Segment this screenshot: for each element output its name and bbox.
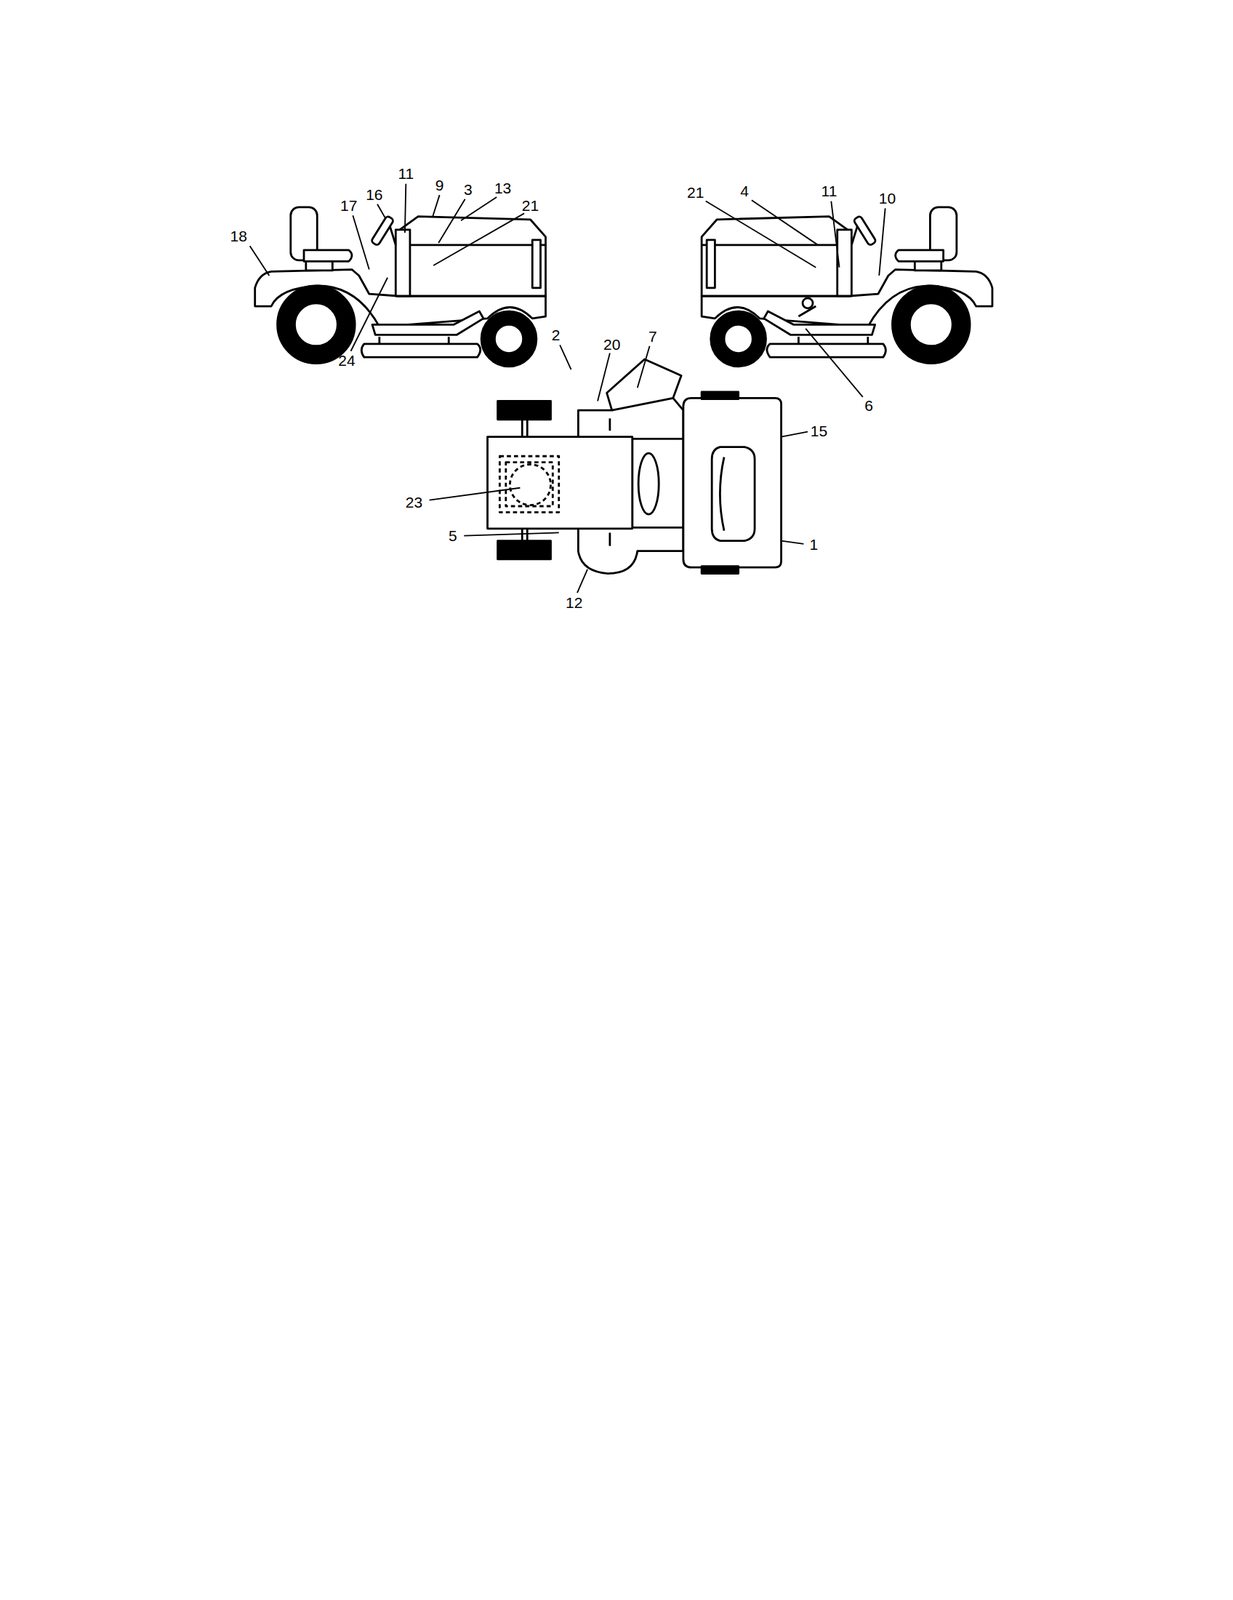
callout-number: 15 bbox=[810, 422, 828, 438]
callout-number: 12 bbox=[565, 593, 583, 610]
callout-number: 23 bbox=[405, 494, 423, 510]
callout-number: 13 bbox=[494, 180, 512, 196]
callout-number: 16 bbox=[365, 186, 383, 202]
callout-number: 3 bbox=[463, 181, 473, 197]
callout-number: 5 bbox=[448, 527, 458, 544]
callout-number: 7 bbox=[648, 327, 658, 344]
callout-number: 21 bbox=[687, 183, 704, 200]
callout-number: 20 bbox=[603, 335, 621, 352]
leader-lines bbox=[250, 183, 886, 594]
callout-number: 9 bbox=[435, 176, 445, 192]
callout-number: 4 bbox=[740, 183, 749, 199]
callout-number: 2 bbox=[551, 327, 561, 343]
callout-number: 10 bbox=[878, 190, 896, 206]
callout-number: 24 bbox=[338, 352, 355, 368]
callout-number: 11 bbox=[821, 183, 838, 199]
callout-number: 6 bbox=[864, 396, 874, 413]
callout-number: 17 bbox=[340, 197, 357, 213]
callout-number: 1 bbox=[809, 535, 819, 552]
callout-number: 11 bbox=[397, 165, 414, 182]
callout-number: 18 bbox=[230, 228, 248, 244]
callout-number: 21 bbox=[521, 197, 539, 213]
